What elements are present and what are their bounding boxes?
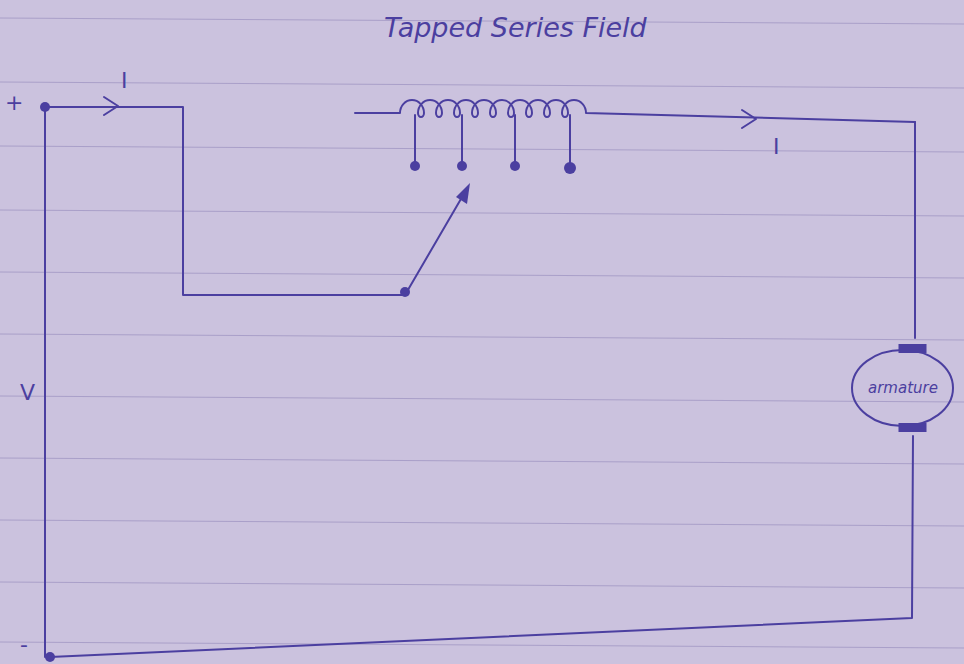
terminal-sign: + — [5, 92, 23, 114]
current-arrow — [742, 110, 756, 128]
wire — [45, 107, 405, 295]
current-arrow — [104, 97, 118, 115]
current-label: I — [121, 70, 128, 92]
tap-dot — [410, 161, 420, 171]
tap-lead — [514, 115, 516, 163]
switch-arrowhead — [456, 183, 470, 204]
paper-lines — [0, 18, 964, 648]
current-label: I — [773, 136, 780, 158]
terminal-dot — [40, 102, 50, 112]
tap-lead — [569, 115, 571, 163]
wire — [50, 436, 913, 657]
wire — [914, 122, 916, 338]
armature-symbol: armature — [850, 344, 955, 432]
tap-dot — [510, 161, 520, 171]
armature-circle — [852, 350, 953, 426]
terminal-dot — [45, 652, 55, 662]
tap-dot — [564, 162, 576, 174]
series-field-coil — [355, 100, 915, 122]
tap-switch — [405, 192, 465, 295]
tap-dot — [457, 161, 467, 171]
tap-lead — [414, 115, 416, 163]
tap-lead — [461, 115, 463, 163]
switch-pivot — [400, 287, 410, 297]
wire — [44, 107, 46, 657]
armature-label: armature — [868, 381, 938, 396]
brush — [899, 344, 927, 353]
diagram-title: Tapped Series Field — [384, 14, 647, 41]
voltage-label: V — [20, 382, 35, 404]
terminal-sign: - — [20, 634, 28, 656]
brush — [899, 423, 927, 432]
